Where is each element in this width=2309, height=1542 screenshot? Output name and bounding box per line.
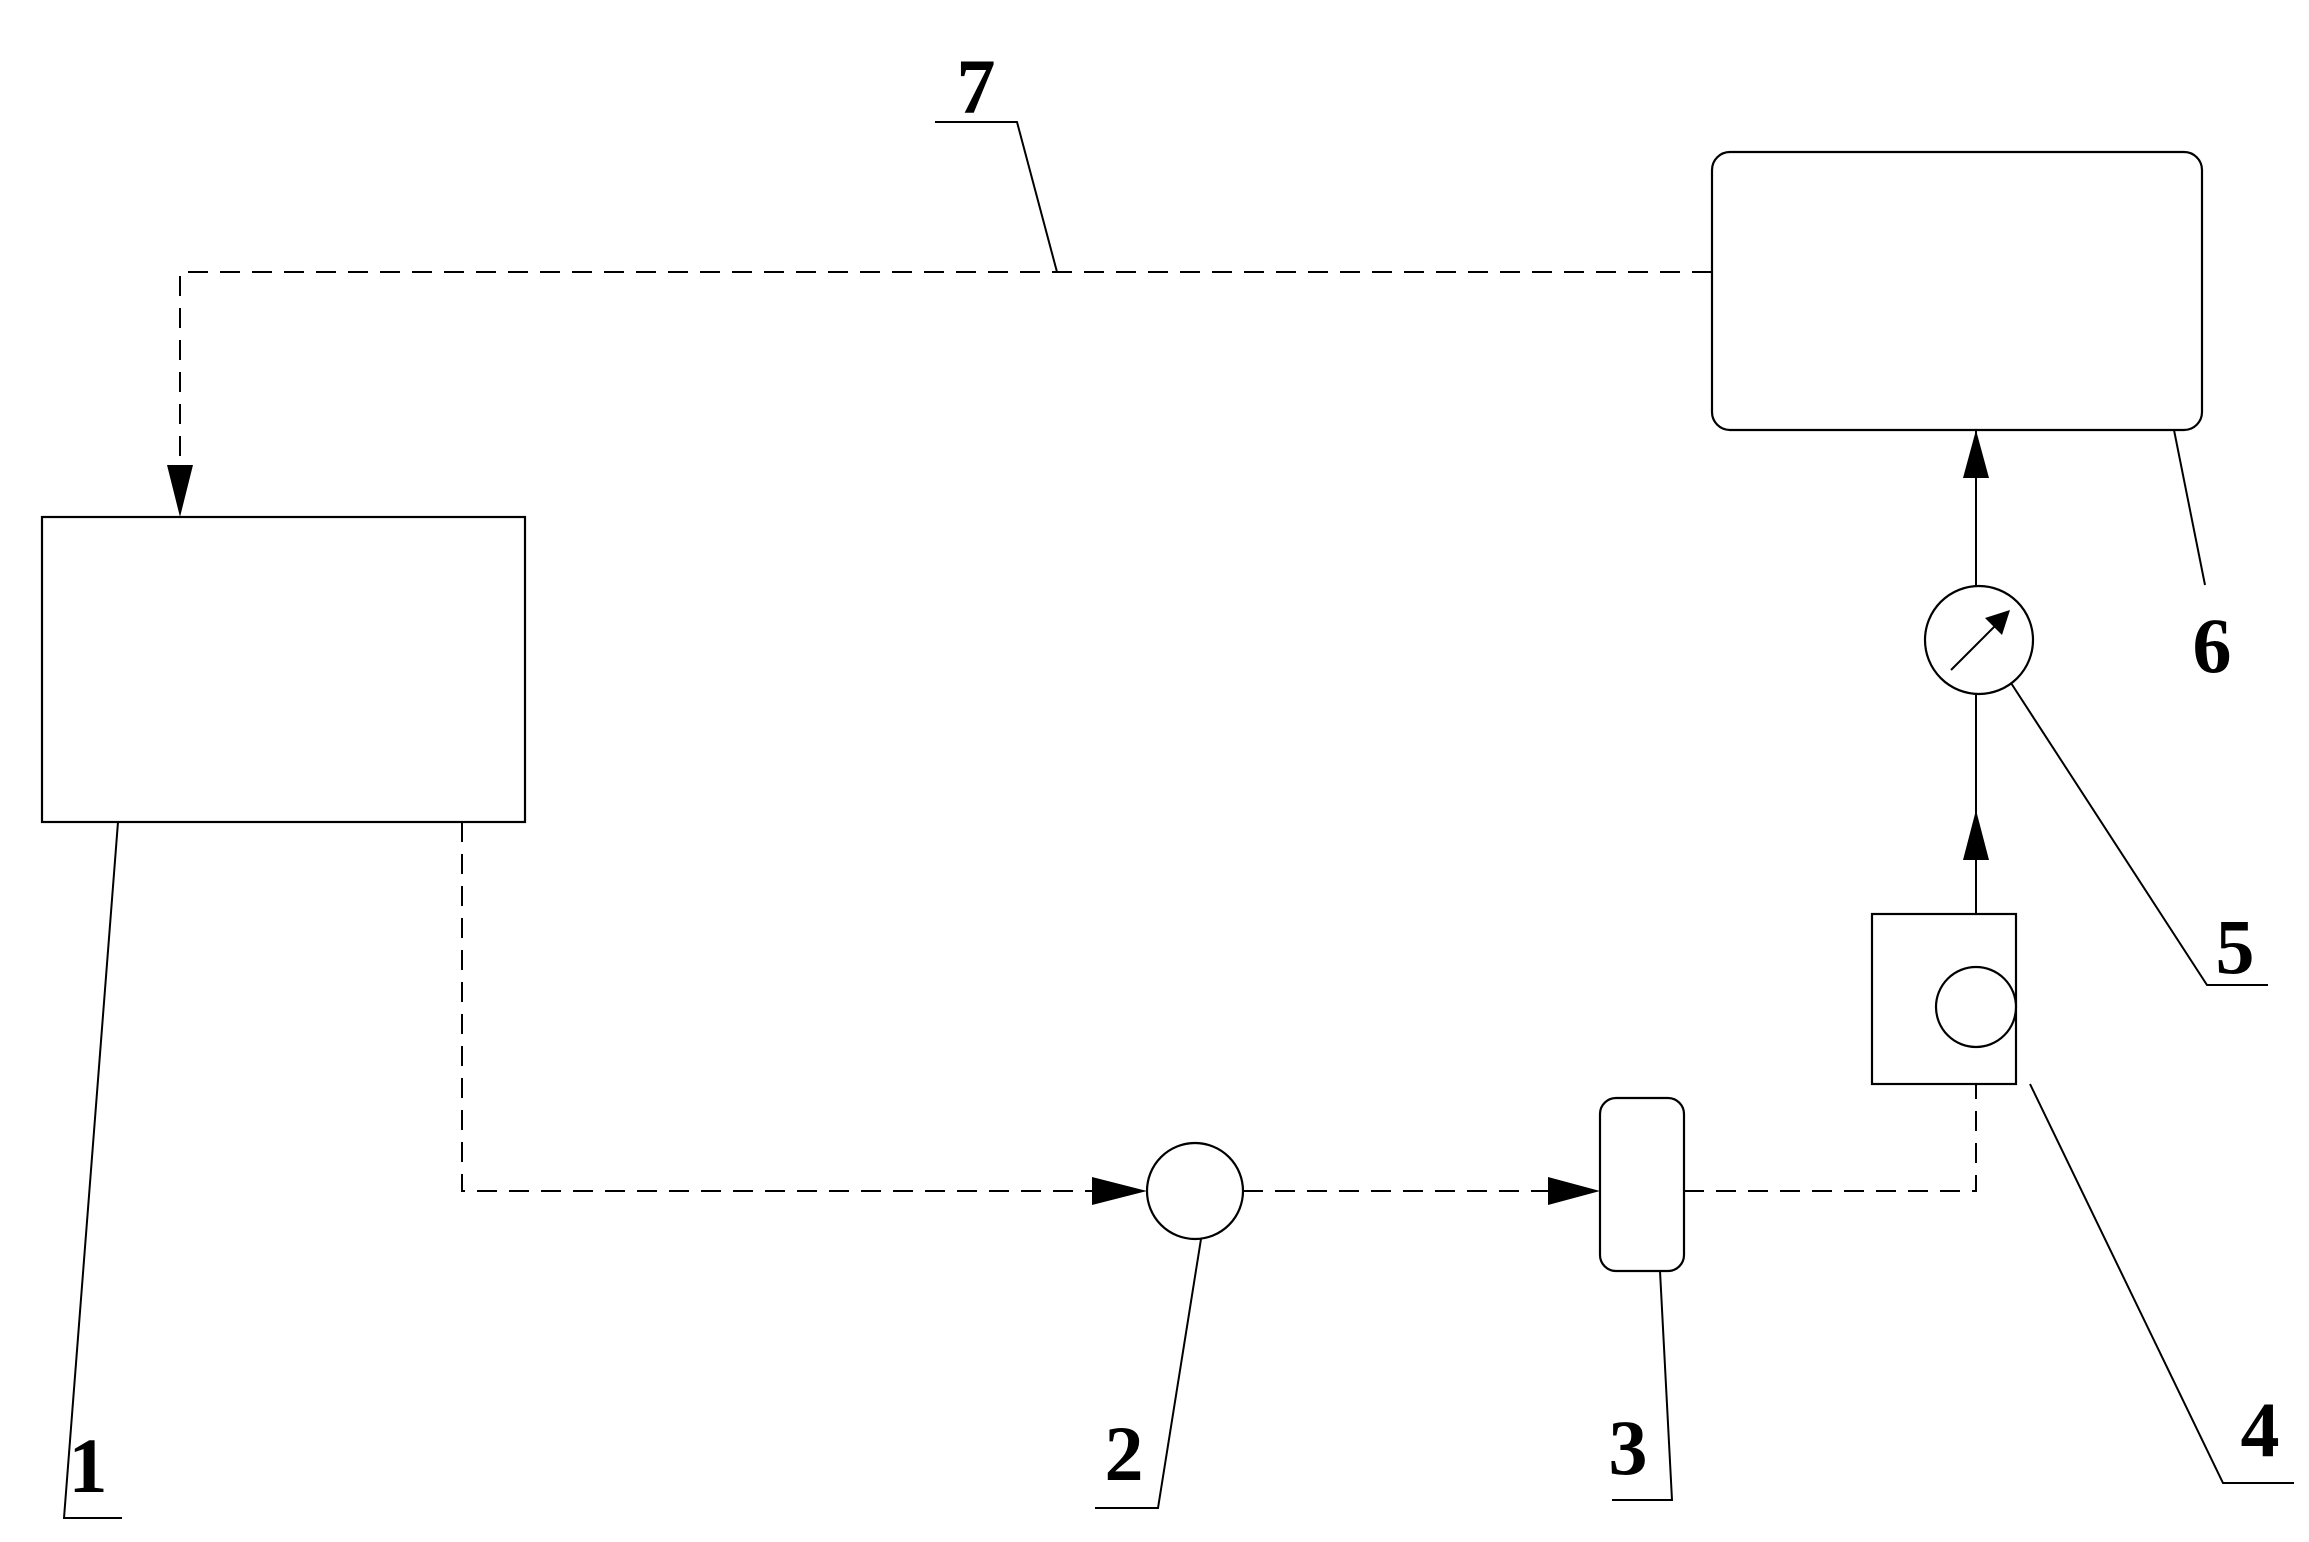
arrow-5-to-6-icon bbox=[1963, 430, 1989, 478]
component-4-unit bbox=[1870, 912, 2018, 1086]
leader-line-6 bbox=[2173, 429, 2206, 586]
arrow-into-3-icon bbox=[1548, 1177, 1600, 1205]
component-1-box bbox=[40, 515, 527, 824]
label-5: 5 bbox=[2216, 903, 2255, 990]
component-3-box bbox=[1598, 1096, 1686, 1273]
leader-line-5 bbox=[2010, 682, 2268, 986]
leader-line-7 bbox=[935, 121, 1058, 273]
component-4-inner-circle bbox=[1934, 965, 2018, 1049]
gauge-needle-arrowhead-icon bbox=[1985, 610, 2010, 635]
leader-line-4 bbox=[2029, 1083, 2294, 1484]
flow-line-1-to-2 bbox=[461, 822, 1092, 1192]
label-4: 4 bbox=[2241, 1386, 2280, 1473]
leader-line-1 bbox=[62, 821, 122, 1519]
label-7: 7 bbox=[957, 43, 996, 130]
gauge-needle bbox=[1950, 621, 2000, 671]
arrow-into-2-icon bbox=[1092, 1177, 1147, 1205]
component-5-circle bbox=[1923, 584, 2035, 696]
label-1: 1 bbox=[69, 1422, 108, 1509]
leader-line-2 bbox=[1095, 1238, 1202, 1509]
label-2: 2 bbox=[1105, 1410, 1144, 1497]
arrow-4-to-5-icon bbox=[1963, 810, 1989, 860]
component-2-circle bbox=[1145, 1141, 1245, 1241]
label-6: 6 bbox=[2193, 602, 2232, 689]
label-3: 3 bbox=[1609, 1404, 1648, 1491]
component-5-gauge bbox=[1923, 584, 2035, 696]
leader-line-3 bbox=[1612, 1270, 1674, 1501]
component-6-box bbox=[1710, 150, 2204, 432]
flow-line-3-to-4 bbox=[1684, 1084, 1977, 1192]
arrow-into-1-icon bbox=[167, 465, 193, 517]
flow-line-6-to-1 bbox=[179, 271, 1712, 475]
